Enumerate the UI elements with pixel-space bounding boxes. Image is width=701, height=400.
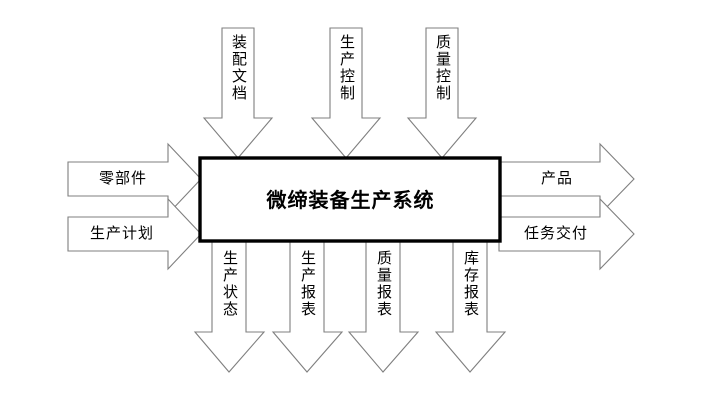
control-label-1: 装配文档 — [230, 34, 248, 102]
output-arrow-2-shape — [498, 197, 635, 271]
bottom-label-2: 生产报表 — [299, 250, 317, 318]
bottom-arrow-2-shape — [271, 239, 344, 373]
input-label-1: 零部件 — [98, 169, 147, 187]
system-box-shape — [198, 156, 502, 243]
input-arrow-2-shape — [67, 197, 202, 271]
control-label-3: 质量控制 — [434, 34, 452, 102]
system-title: 微缔装备生产系统 — [266, 188, 435, 212]
control-arrow-1-shape — [202, 27, 274, 159]
control-arrow-2-shape — [310, 27, 382, 159]
bottom-arrow-1-shape — [193, 239, 266, 373]
bottom-label-3: 质量报表 — [375, 250, 393, 318]
bottom-arrow-4-shape — [434, 239, 507, 373]
output-label-1: 产品 — [540, 169, 573, 187]
bottom-label-4: 库存报表 — [462, 250, 480, 318]
control-label-2: 生产控制 — [338, 34, 356, 102]
input-label-2: 生产计划 — [89, 224, 154, 242]
output-arrow-1-shape — [498, 142, 635, 216]
input-arrow-1-shape — [67, 142, 202, 216]
bottom-label-1: 生产状态 — [221, 250, 239, 318]
output-label-2: 任务交付 — [523, 224, 588, 242]
bottom-arrow-3-shape — [347, 239, 420, 373]
control-arrow-3-shape — [406, 27, 478, 159]
